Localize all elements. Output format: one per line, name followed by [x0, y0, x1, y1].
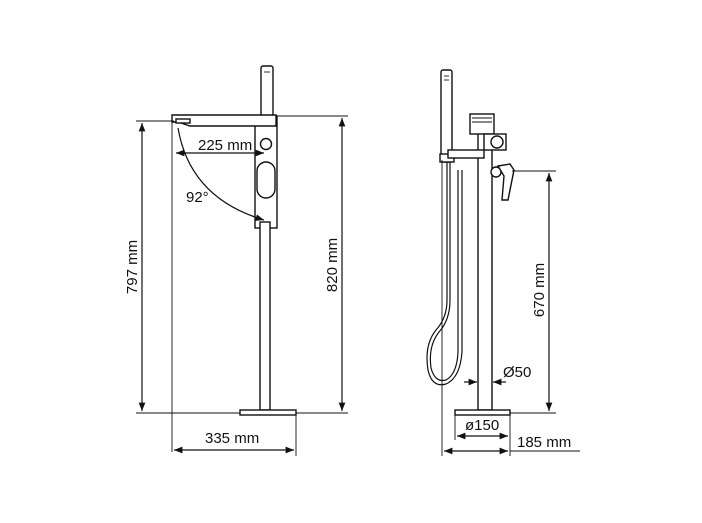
side-hand-shower — [440, 69, 453, 163]
front-diverter-knob — [259, 137, 273, 151]
rotation-angle-label: 92° — [186, 189, 209, 206]
front-mixer-handle — [256, 161, 276, 199]
side-valve-body — [469, 113, 495, 135]
side-diverter-knob — [490, 135, 504, 149]
front-hand-shower — [260, 65, 274, 117]
side-base-plate — [454, 409, 511, 416]
total-height-label: 820 mm — [324, 238, 341, 292]
front-base-plate — [239, 409, 297, 416]
front-column-pipe — [259, 221, 271, 411]
side-hose — [426, 162, 463, 386]
spout-reach-label: 225 mm — [198, 137, 252, 154]
side-view: 670 mm Ø50 ø150 185 mm — [426, 69, 580, 456]
front-view: 797 mm 820 mm 225 mm 92° 335 mm — [124, 65, 348, 456]
base-width-label: 335 mm — [205, 430, 259, 447]
total-depth-label: 185 mm — [517, 434, 571, 451]
base-diameter-label: ø150 — [465, 417, 499, 434]
spout-height-label: 797 mm — [124, 240, 141, 294]
pipe-diameter-label: Ø50 — [503, 364, 531, 381]
mixer-height-label: 670 mm — [531, 263, 548, 317]
side-mixer-handle — [496, 163, 515, 201]
side-column-pipe — [477, 129, 493, 411]
